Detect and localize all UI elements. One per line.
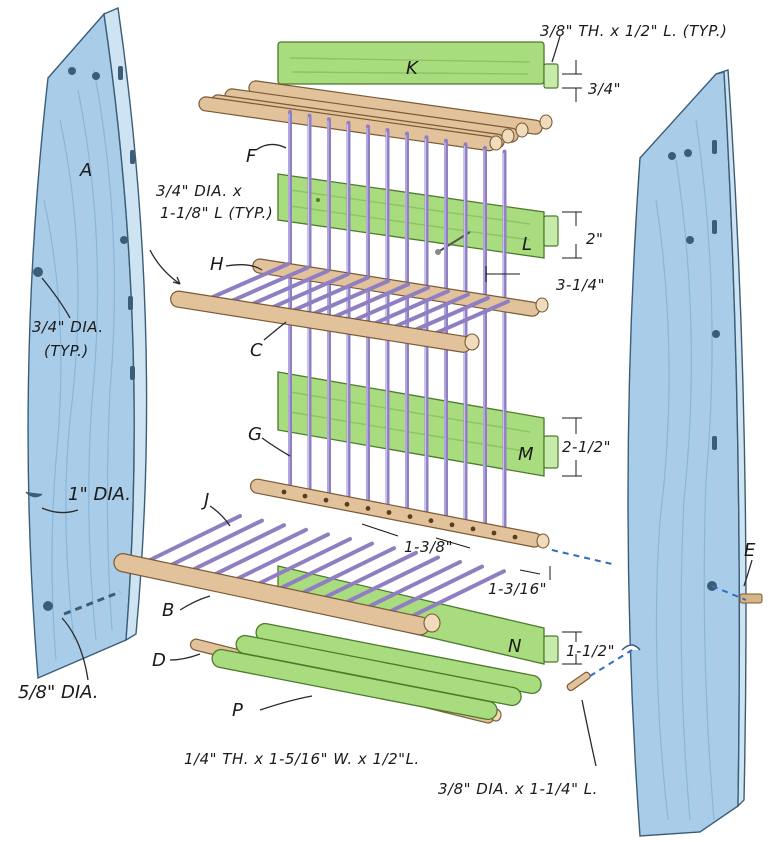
dowel-bundle-f: [198, 80, 553, 152]
dowel-g: [249, 478, 550, 549]
guide-line-e: [551, 549, 613, 565]
label-g: G: [248, 424, 262, 445]
label-k: K: [406, 58, 419, 79]
shelf-rod-h: [384, 292, 470, 333]
dowel-c: [170, 290, 480, 353]
drilled-hole: [407, 514, 413, 519]
label-p: P: [232, 700, 243, 721]
shelf-rod-h: [304, 279, 390, 319]
drilled-hole: [365, 506, 371, 511]
shelf-rod-j: [236, 532, 330, 581]
dowel-b: [113, 553, 441, 636]
drilled-hole: [386, 510, 392, 515]
note-l-length: 3-1/4": [556, 276, 605, 294]
drilled-hole: [512, 534, 518, 540]
shelf-rod-j: [412, 569, 506, 618]
shelf-rod-j: [148, 514, 242, 562]
shelf-rod-h: [224, 265, 310, 306]
note-p-size: 1/4" TH. x 1-5/16" W. x 1/2"L.: [184, 750, 420, 768]
shelf-rod-h: [264, 272, 350, 313]
label-e: E: [744, 540, 756, 561]
shelf-rod-j: [346, 555, 440, 604]
drilled-hole: [344, 501, 350, 507]
shelf-rod-h: [244, 268, 330, 309]
drilled-hole: [428, 518, 434, 524]
shelf-rod-j: [368, 560, 462, 608]
note-n-height: 1-1/2": [566, 642, 615, 660]
rail-k: [277, 41, 559, 89]
shelf-rod-h: [404, 296, 490, 336]
label-d: D: [152, 650, 166, 671]
note-k-tenon: 3/8" TH. x 1/2" L. (TYP.): [540, 22, 727, 40]
shelf-rods-j: [148, 514, 506, 618]
label-c: C: [250, 340, 263, 361]
shelf-rod-j: [302, 546, 396, 595]
note-a-hole-1: 3/4" DIA.: [32, 318, 104, 336]
shelf-rod-j: [258, 537, 352, 585]
drilled-hole: [470, 526, 476, 532]
shelf-rod-j: [170, 518, 264, 567]
guide-line-pin: [589, 649, 633, 677]
label-f: F: [246, 146, 257, 167]
shelf-rod-h: [324, 282, 410, 323]
drilled-hole: [302, 493, 308, 499]
note-m-height: 2-1/2": [562, 438, 611, 456]
note-dowel-size-2: 1-1/8" L (TYP.): [160, 204, 273, 222]
pin-dowel: [566, 671, 591, 692]
shelf-rod-j: [324, 550, 418, 599]
drilled-hole: [281, 489, 287, 495]
note-a-hole-2: (TYP.): [44, 342, 89, 360]
note-g-spacing: 1-3/8": [404, 538, 453, 556]
shelf-rod-h: [424, 299, 510, 340]
note-five-eighths-dia: 5/8" DIA.: [18, 682, 99, 703]
shelf-rod-h: [284, 275, 370, 316]
slats-p: [211, 622, 542, 721]
label-h: H: [210, 254, 224, 275]
shelf-rod-j: [214, 527, 308, 576]
rail-m: [277, 371, 559, 477]
shelf-rod-j: [390, 564, 484, 613]
note-l-height: 2": [586, 230, 603, 248]
drilled-hole: [323, 497, 329, 503]
shelf-rod-j: [280, 541, 374, 590]
label-l: L: [522, 234, 532, 255]
shelf-rods-h: [204, 262, 510, 340]
shelf-rod-j: [192, 523, 286, 572]
note-g-end: 1-3/16": [488, 580, 547, 598]
rail-l: [277, 173, 559, 259]
side-panel-right: [621, 69, 747, 837]
shelf-rod-h: [204, 262, 290, 302]
drilled-hole: [449, 522, 455, 528]
label-m: M: [518, 444, 534, 465]
drilled-hole: [491, 530, 497, 536]
label-j: J: [201, 490, 209, 511]
label-b: B: [162, 600, 174, 621]
shelf-rod-h: [344, 285, 430, 326]
note-one-inch-dia: 1" DIA.: [68, 484, 131, 505]
leaders: [41, 35, 753, 767]
note-pin-size: 3/8" DIA. x 1-1/4" L.: [438, 780, 598, 798]
label-a: A: [79, 160, 92, 181]
shelf-rod-h: [364, 289, 450, 330]
label-n: N: [508, 636, 521, 657]
note-k-thickness: 3/4": [588, 80, 621, 98]
dimension-lines: [361, 60, 582, 665]
note-dowel-size-1: 3/4" DIA. x: [156, 182, 242, 200]
